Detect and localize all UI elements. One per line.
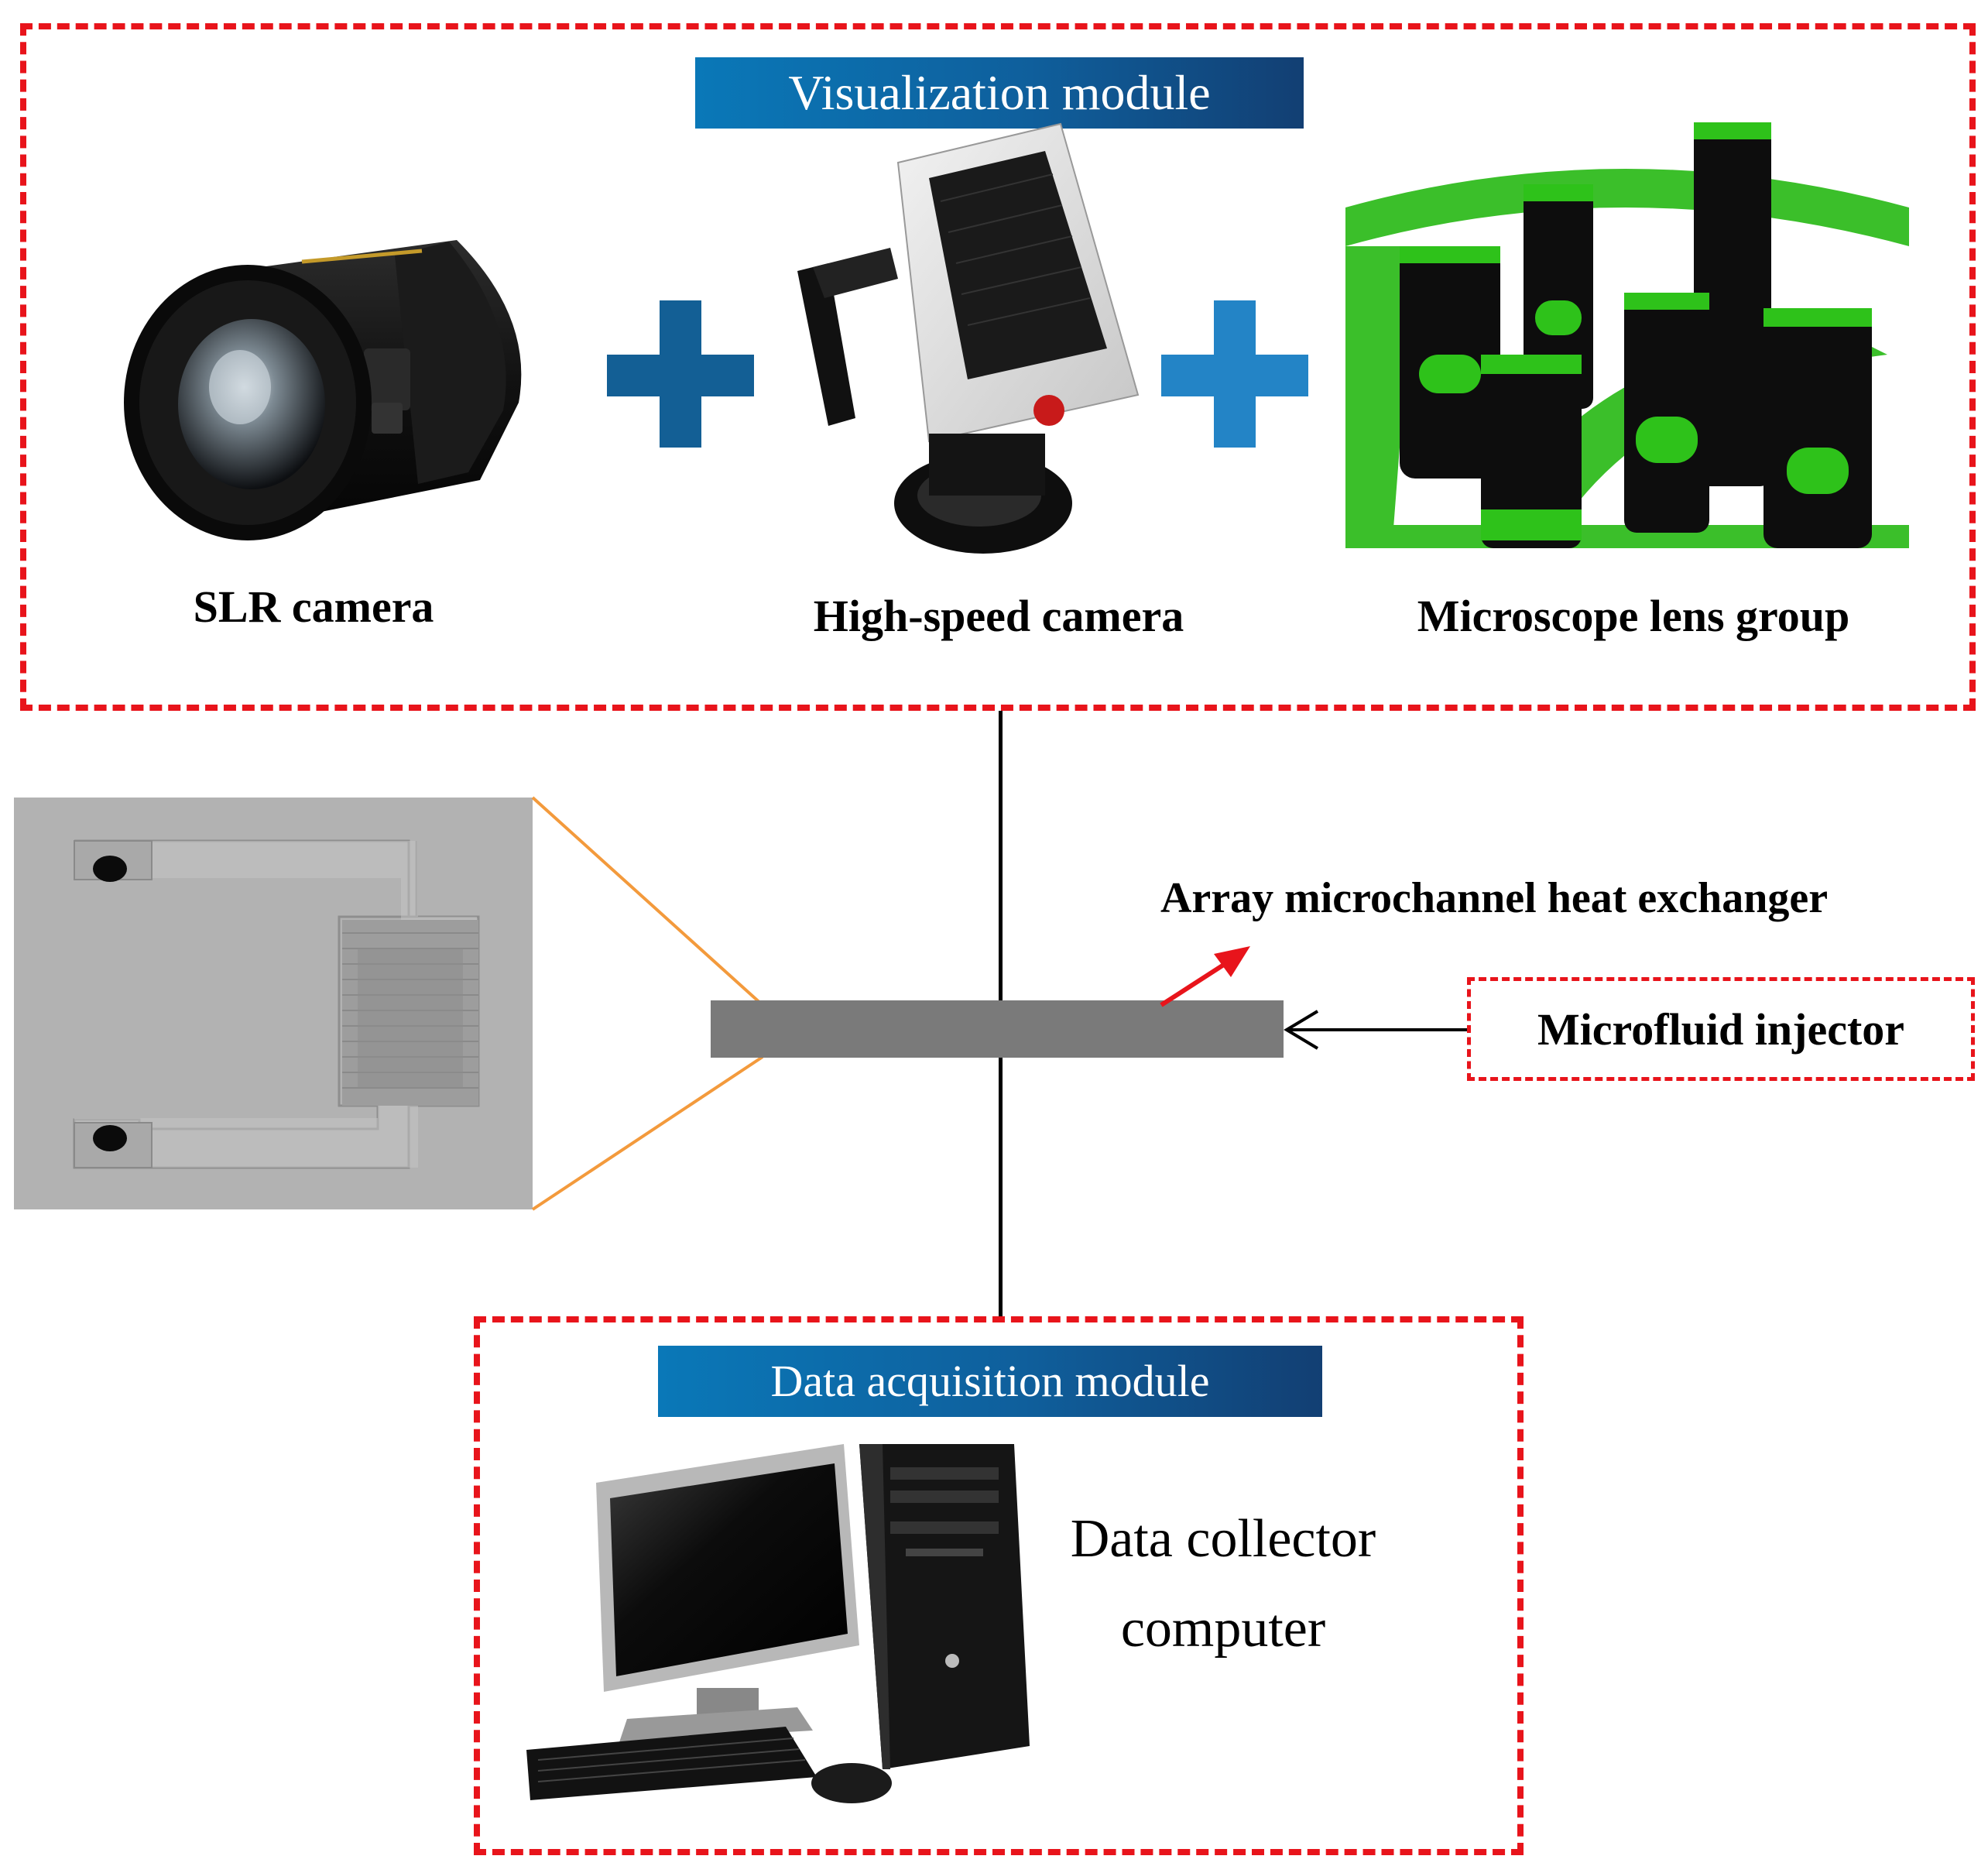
microfluid-injector-label: Microfluid injector — [1537, 1004, 1905, 1055]
microscope-lens-group-label: Microscope lens group — [1417, 591, 1850, 641]
data-acquisition-module-title: Data acquisition module — [658, 1346, 1322, 1417]
computer-label-line1: Data collector — [1070, 1509, 1376, 1569]
slr-camera-label: SLR camera — [193, 581, 434, 632]
visualization-module-box — [20, 23, 1976, 711]
vertical-connector-top — [999, 711, 1003, 1005]
heat-exchanger-bar — [711, 1000, 1284, 1058]
computer-label-line2: computer — [1120, 1599, 1326, 1659]
microchannel-chip-image — [14, 798, 533, 1209]
data-acquisition-module-box — [474, 1316, 1524, 1855]
computer-label: Data collector computer — [1045, 1494, 1401, 1674]
slr-camera-icon — [124, 240, 522, 540]
vertical-connector-bottom — [999, 1057, 1003, 1320]
visualization-module-title: Visualization module — [695, 57, 1304, 129]
high-speed-camera-icon — [797, 122, 1140, 554]
microchannel-chip-icon — [73, 839, 480, 1169]
microscope-lens-group-icon — [1345, 122, 1909, 548]
high-speed-camera-label: High-speed camera — [813, 591, 1184, 641]
desktop-computer-icon — [526, 1444, 1030, 1803]
microfluid-injector-box — [1467, 977, 1975, 1081]
heat-exchanger-label: Array microchannel heat exchanger — [1160, 874, 1829, 922]
